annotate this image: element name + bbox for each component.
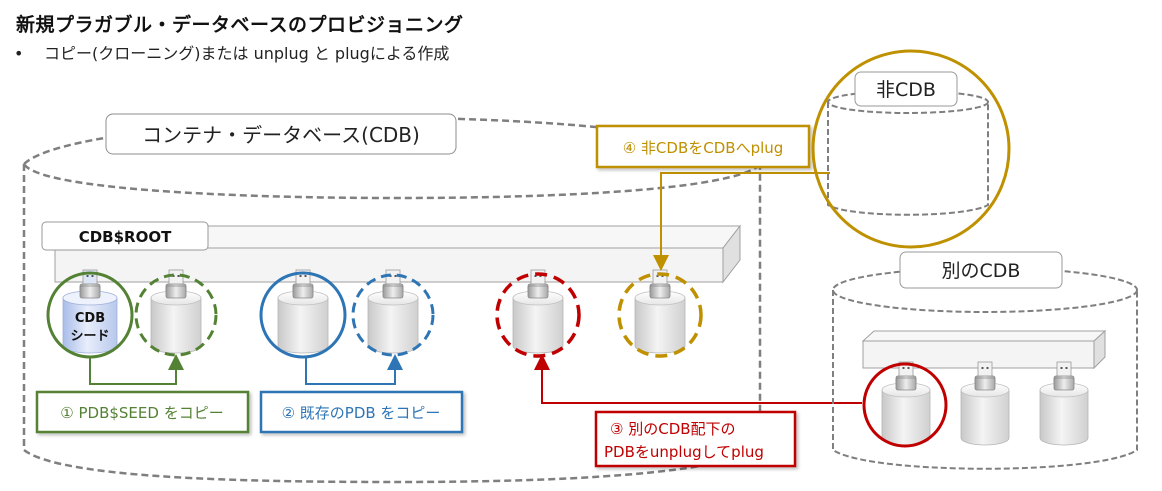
cdb-label: コンテナ・データベース(CDB) (142, 123, 420, 147)
pdb-icon (150, 269, 202, 354)
arrow-noncdb-plug (653, 172, 830, 271)
subtitle: • コピー(クローニング)または unplug と plugによる作成 (14, 40, 449, 64)
non-cdb-highlight-circle (811, 49, 1011, 249)
cdb-label-box: コンテナ・データベース(CDB) (105, 113, 457, 155)
subtitle-text: コピー(クローニング)または unplug と plugによる作成 (44, 44, 450, 63)
pdb-icon (634, 269, 686, 354)
non-cdb-label-box: 非CDB (854, 71, 958, 107)
pdb-icon (277, 269, 329, 354)
other-cdb-label-box: 別のCDB (899, 251, 1063, 289)
bullet: • (14, 44, 24, 63)
non-cdb-cylinder (827, 90, 989, 216)
method-4-box (595, 124, 811, 169)
arrow-pdb-copy (305, 354, 403, 385)
arrow-unplug-plug (534, 354, 862, 404)
method-3-label-line2: PDBをunplugしてplug (604, 443, 764, 461)
method-3-label-line1: ③ 別のCDB配下の (610, 420, 736, 438)
method-3-box (594, 410, 797, 468)
noncdb-plugged-circle (617, 272, 703, 358)
pdb-icon (512, 269, 564, 354)
other-cdb-label: 別のCDB (942, 260, 1021, 282)
pdb-icon (881, 361, 931, 446)
page-title: 新規プラガブル・データベースのプロビジョニング (16, 14, 464, 36)
pdb-icon (1039, 361, 1089, 446)
method-4-label: ④ 非CDBをCDBへplug (623, 139, 784, 157)
seed-label-line1: CDB (75, 311, 105, 326)
method-1-label: ① PDB$SEED をコピー (60, 404, 223, 422)
non-cdb-label: 非CDB (876, 79, 936, 101)
pdb-copy-target-circle (351, 273, 435, 357)
arrow-seed-copy (89, 354, 184, 385)
cdb-root-label: CDB$ROOT (79, 228, 172, 246)
seed-copy-target-circle (134, 273, 218, 357)
existing-pdb-circle (259, 271, 347, 359)
method-2-label: ② 既存のPDB をコピー (282, 404, 441, 422)
pdb-icon (960, 361, 1010, 446)
method-1-box (35, 390, 250, 434)
method-2-box (259, 390, 464, 434)
unplug-source-circle (862, 362, 948, 448)
seed-label-line2: シード (70, 329, 109, 344)
